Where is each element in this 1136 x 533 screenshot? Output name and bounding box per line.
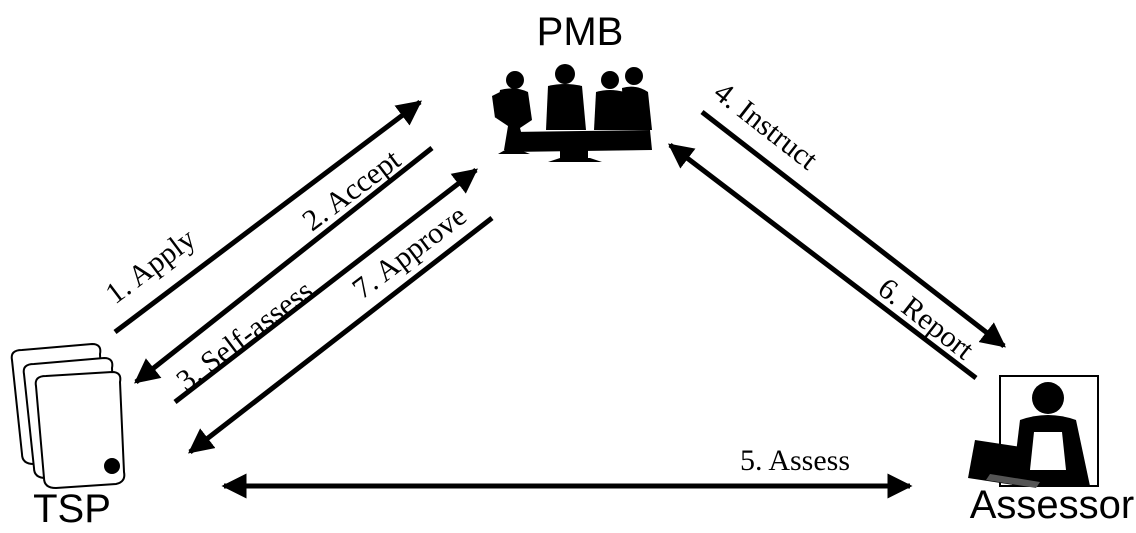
- apply-arrow: [113, 100, 422, 334]
- accept-label: 2. Accept: [296, 143, 407, 238]
- person-laptop-icon: [968, 375, 1099, 488]
- instruct-arrow: [700, 110, 1006, 348]
- assess-label: 5. Assess: [740, 444, 850, 477]
- meeting-people-icon: [492, 64, 652, 162]
- self-assess-arrow: [173, 168, 478, 404]
- tsp-label: TSP: [33, 487, 111, 528]
- documents-scroll-icon: [10, 342, 126, 490]
- accept-arrow: [134, 146, 434, 384]
- apply-label: 1. Apply: [99, 222, 201, 311]
- report-arrow: [668, 143, 978, 380]
- pmb-label: PMB: [537, 10, 624, 54]
- assessor-label: Assessor: [970, 483, 1135, 527]
- approve-arrow: [188, 216, 494, 454]
